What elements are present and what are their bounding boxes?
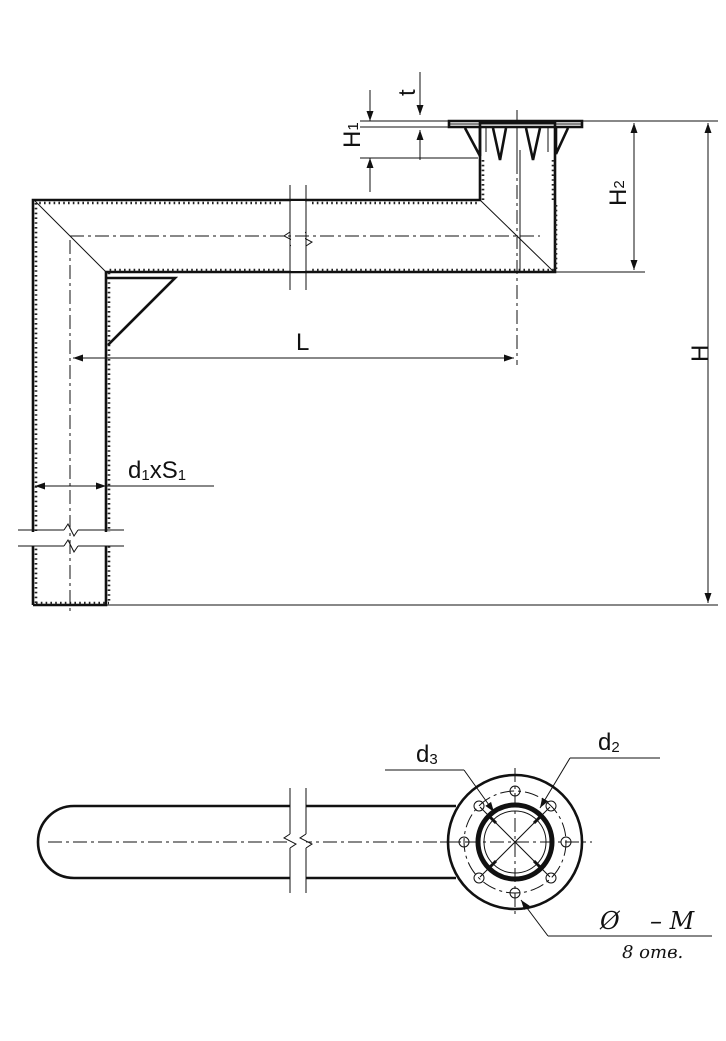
bolt-holes: [458, 785, 572, 899]
pipe-outer-contour: [31, 121, 557, 605]
dimension-t: [360, 72, 449, 160]
front-view: t H1 H2 H: [18, 72, 718, 615]
stiffener-ribs-plan: [486, 813, 544, 871]
label-h1: H1: [339, 122, 366, 148]
label-d3: d3: [416, 741, 438, 768]
leader-d3: [385, 769, 495, 813]
leader-d2: [539, 757, 660, 809]
flange-plate: [447, 119, 584, 129]
top-view: d3 d2 Ø – M 8 отв.: [36, 729, 712, 963]
gusset-plate: [106, 276, 179, 346]
label-t: t: [394, 89, 421, 96]
pipe-dotted-skin: [34, 201, 558, 605]
label-h: H: [687, 345, 714, 362]
label-m: – M: [650, 907, 696, 935]
label-d2: d2: [598, 729, 620, 756]
pipe-plan-body: [36, 804, 456, 880]
dimension-h: [106, 120, 718, 606]
break-symbol-vertical: [18, 523, 124, 553]
label-h2: H2: [605, 180, 632, 206]
label-d1xs1: d1xS1: [128, 457, 186, 484]
stiffener-ribs: [463, 127, 570, 200]
gusset-plate-inner: [111, 281, 171, 341]
dimension-h2: [556, 120, 645, 273]
label-l: L: [296, 329, 309, 356]
dimension-h1: [360, 90, 478, 192]
break-symbol-plan: [283, 788, 313, 893]
label-holes: 8 отв.: [622, 942, 683, 963]
label-phi: Ø: [599, 907, 621, 935]
leader-bolt-holes: [520, 899, 712, 937]
pipe-inner-contour: [33, 270, 520, 607]
